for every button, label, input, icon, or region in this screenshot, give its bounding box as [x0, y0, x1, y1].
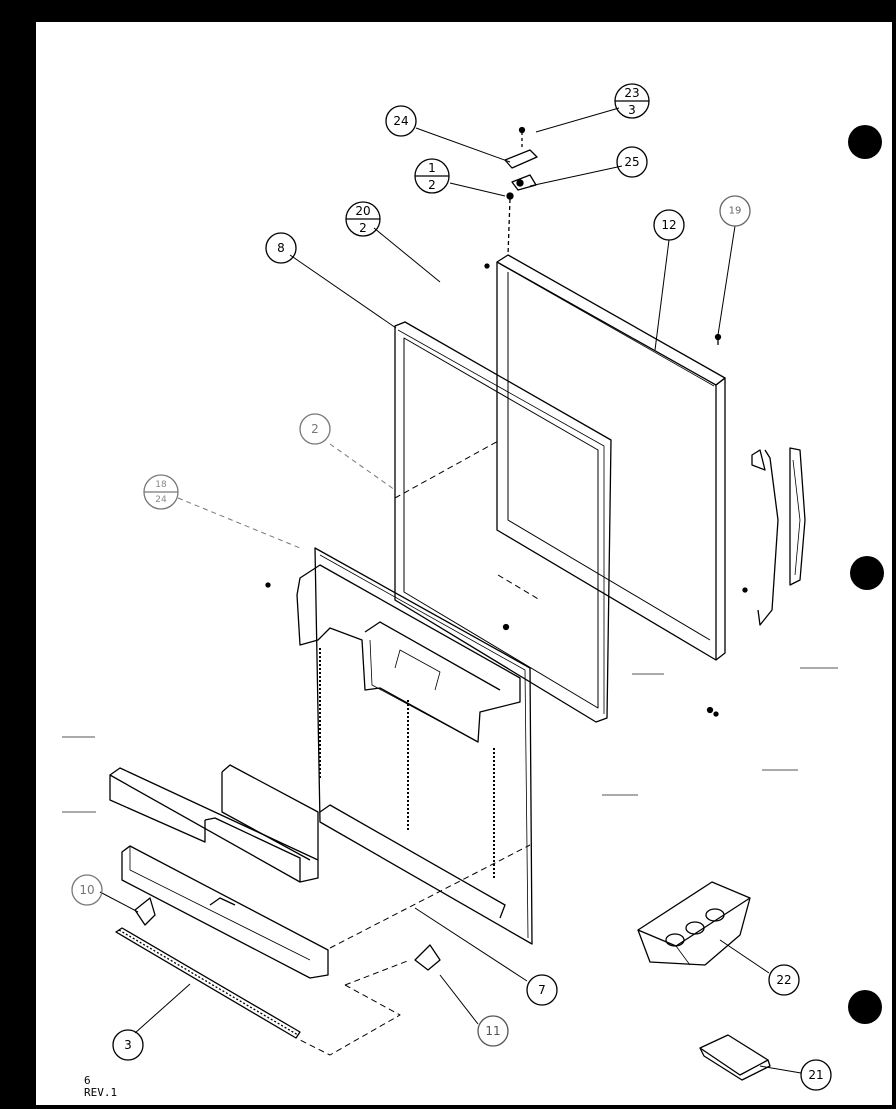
callout-2: 2 — [311, 422, 319, 436]
callout-7: 7 — [538, 983, 546, 997]
callout-10: 10 — [79, 883, 94, 897]
callout-22: 22 — [776, 973, 791, 987]
door-shelf-upper — [109, 764, 319, 883]
assembly-guide-lines — [299, 439, 541, 1056]
door-inner-liner — [265, 547, 533, 945]
butter-cover — [699, 1034, 771, 1081]
door-handle — [706, 447, 806, 717]
callout-circles — [71, 83, 832, 1091]
revision-label: REV.1 — [84, 1086, 118, 1099]
door-gasket — [394, 321, 612, 723]
fraction-callout-23-bottom: 3 — [628, 103, 636, 117]
fraction-callout-18-bottom: 24 — [155, 495, 167, 505]
door-trim-strip — [115, 927, 301, 1039]
registration-dot-top — [848, 125, 882, 159]
dairy-bin — [637, 881, 751, 966]
hinge-assembly — [504, 126, 538, 256]
registration-dot-middle — [850, 556, 884, 590]
door-outer-panel — [484, 254, 726, 661]
fraction-callout-18-top: 18 — [155, 480, 167, 490]
page-footer: 6 REV.1 — [84, 1075, 117, 1099]
door-shelf-lower — [121, 845, 329, 979]
fraction-callout-1-top: 1 — [428, 161, 436, 175]
shelf-clip-left — [134, 897, 156, 926]
registration-dot-bottom — [848, 990, 882, 1024]
fraction-callout-23-top: 23 — [624, 86, 639, 100]
callout-12: 12 — [661, 218, 676, 232]
leader-lines — [99, 107, 802, 1074]
drawing-sheet — [36, 22, 892, 1105]
fraction-callout-20-top: 20 — [355, 204, 370, 218]
callout-19: 19 — [729, 206, 742, 217]
fraction-callout-1-bottom: 2 — [428, 178, 436, 192]
callout-3: 3 — [124, 1038, 132, 1052]
callout-11: 11 — [485, 1024, 500, 1038]
callout-24: 24 — [393, 114, 408, 128]
page-number: 6 — [84, 1074, 91, 1087]
callout-8: 8 — [277, 241, 285, 255]
fraction-callout-20-bottom: 2 — [359, 221, 367, 235]
faint-reference-marks — [62, 667, 838, 813]
callout-25: 25 — [624, 155, 639, 169]
callout-21: 21 — [808, 1068, 823, 1082]
shelf-clip-right — [414, 944, 441, 971]
